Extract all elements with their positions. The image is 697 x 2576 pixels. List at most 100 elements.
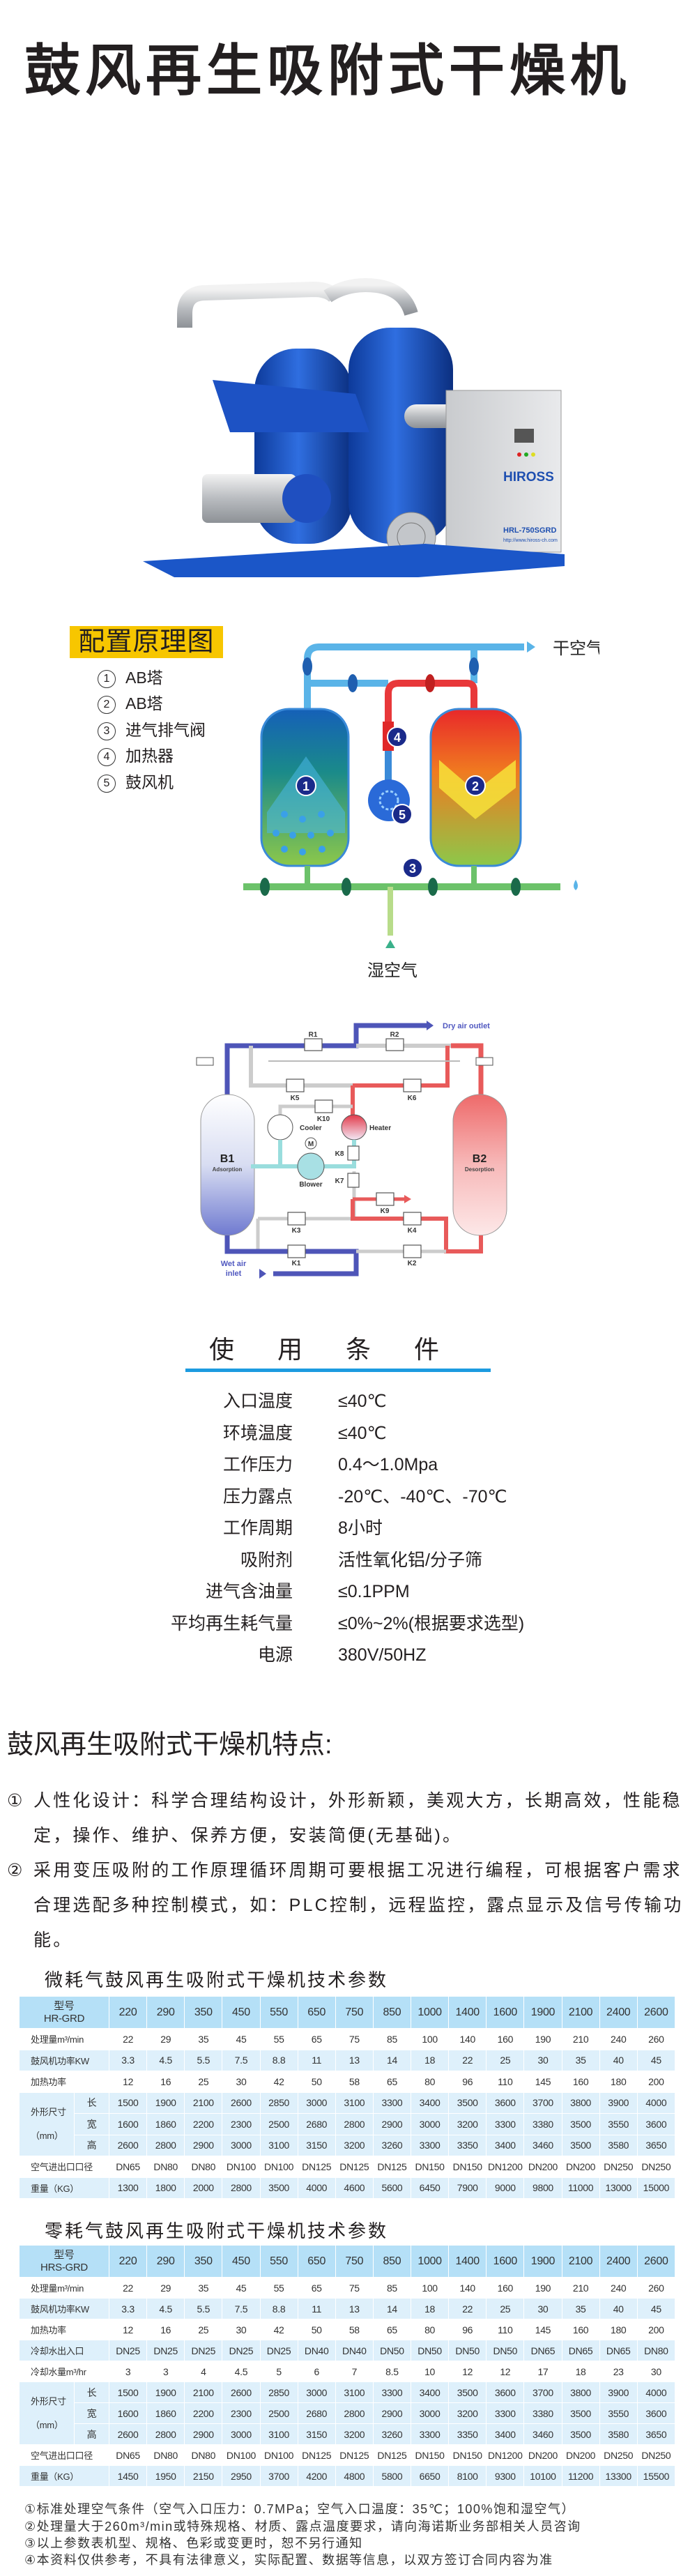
table-cell: 11 — [297, 2298, 336, 2319]
valve-r2 — [385, 1038, 404, 1051]
table-cell: DN250 — [636, 2444, 676, 2466]
model-cell: 1900 — [523, 1996, 562, 2029]
arrow-up-icon — [385, 940, 395, 948]
tower-b2 — [452, 1094, 507, 1236]
table-cell: 14 — [372, 2298, 412, 2319]
table-cell: 260 — [636, 2277, 676, 2299]
table-cell: DN125 — [335, 2156, 374, 2178]
table-cell: DN150 — [410, 2444, 450, 2466]
item-label: 进气排气阀 — [125, 721, 206, 739]
table-cell: 18 — [561, 2361, 600, 2382]
table-cell: 14 — [372, 2049, 412, 2071]
table-cell: 1500 — [109, 2091, 148, 2114]
table-cell: DN1200 — [486, 2444, 525, 2466]
table-cell: 7 — [335, 2361, 374, 2382]
table-cell: 13300 — [599, 2465, 638, 2487]
table-cell: 11000 — [561, 2177, 600, 2199]
table-cell: 8.5 — [372, 2361, 412, 2382]
table-cell: 75 — [335, 2277, 374, 2299]
table-cell: 3460 — [523, 2423, 562, 2445]
condition-row: 平均再生耗气量≤0%~2%(根据要求选型) — [0, 1610, 697, 1638]
table-cell: 50 — [297, 2071, 336, 2093]
condition-row: 入口温度≤40℃ — [0, 1387, 697, 1415]
row-label: 处理量m³/min — [18, 2028, 110, 2050]
table-cell: 3600 — [636, 2402, 676, 2424]
label-adsorption: Adsorption — [213, 1166, 243, 1173]
table-cell: 3300 — [372, 2381, 412, 2403]
table-cell: 5.5 — [184, 2049, 223, 2071]
note: ③以上参数表机型、规格、色彩或变更时，恕不另行通知 — [24, 2536, 363, 2550]
condition-label: 电源 — [257, 1645, 293, 1665]
table-cell: DN25 — [184, 2340, 223, 2361]
table-cell: 15000 — [636, 2177, 676, 2199]
row-label: 冷却水出入口 — [19, 2340, 109, 2361]
principle-diagram: 1 2 3 4 5 干空气 湿空气 — [243, 639, 599, 980]
table-cell: 3460 — [523, 2134, 562, 2156]
table-cell: 3700 — [523, 2381, 562, 2403]
table-cell: DN65 — [108, 2444, 148, 2466]
cooler — [267, 1114, 293, 1141]
model-cell: 450 — [222, 1996, 261, 2029]
model-cell: 220 — [109, 1996, 148, 2029]
table-cell: 3500 — [448, 2381, 487, 2403]
table-cell: 200 — [636, 2319, 676, 2340]
table-cell: 2300 — [222, 2113, 261, 2135]
table-cell: 29 — [146, 2277, 185, 2299]
table-cell: 3100 — [259, 2134, 298, 2156]
table-cell: DN100 — [259, 2156, 298, 2178]
cooler — [202, 474, 296, 523]
model-cell: 1600 — [486, 2245, 525, 2278]
item-label: 加热器 — [125, 747, 174, 765]
marker-2: 2 — [472, 779, 479, 793]
table-cell: 210 — [561, 2028, 600, 2050]
note: ④本资料仅供参考，不具有法律意义，实际配置、数据等信息，以双方签订合同内容为准 — [24, 2553, 553, 2567]
dim-label: 长 — [74, 2381, 109, 2403]
item-number: 5 — [98, 774, 116, 793]
table-cell: DN250 — [599, 2444, 638, 2466]
condition-value: ≤40℃ — [338, 1423, 387, 1443]
table-cell: 25 — [486, 2049, 525, 2071]
feature-number: ② — [7, 1861, 25, 1880]
table-cell: DN80 — [184, 2156, 223, 2178]
table-cell: 6 — [297, 2361, 336, 2382]
table-cell: 100 — [410, 2277, 450, 2299]
table-cell: 50 — [297, 2319, 336, 2340]
table-cell: 45 — [636, 2298, 676, 2319]
table-cell: 1800 — [146, 2177, 185, 2199]
item-number: 2 — [98, 695, 116, 714]
wet-air-inlet-label: inlet — [226, 1270, 242, 1278]
table-cell: 2800 — [146, 2423, 185, 2445]
table-cell: 3580 — [599, 2423, 638, 2445]
table-cell: 160 — [486, 2028, 525, 2050]
model-cell: 550 — [259, 1996, 298, 2029]
label-k3: K3 — [292, 1227, 301, 1235]
table-cell: DN40 — [335, 2340, 374, 2361]
model-cell: 750 — [335, 1996, 374, 2029]
table-cell: 55 — [259, 2028, 298, 2050]
table-cell: 7.5 — [222, 2049, 261, 2071]
table-cell: 100 — [411, 2028, 450, 2050]
table-cell: 190 — [523, 2028, 562, 2050]
table-cell: DN200 — [561, 2444, 600, 2466]
model-cell: 2400 — [599, 2245, 638, 2278]
table-cell: DN200 — [523, 2156, 562, 2178]
label-k4: K4 — [408, 1227, 417, 1235]
config-heading: 配置原理图 — [70, 626, 223, 658]
table-cell: 3400 — [411, 2091, 450, 2114]
table-cell: 3000 — [297, 2381, 336, 2403]
table-cell: 2950 — [222, 2465, 261, 2487]
table-cell: 4.5 — [222, 2361, 261, 2382]
condition-row: 环境温度≤40℃ — [0, 1419, 697, 1447]
model-cell: 850 — [372, 1996, 412, 2029]
motor — [305, 1137, 317, 1150]
table-cell: 140 — [448, 2028, 487, 2050]
condition-label: 压力露点 — [222, 1486, 293, 1507]
insulated-pipe — [177, 281, 340, 328]
